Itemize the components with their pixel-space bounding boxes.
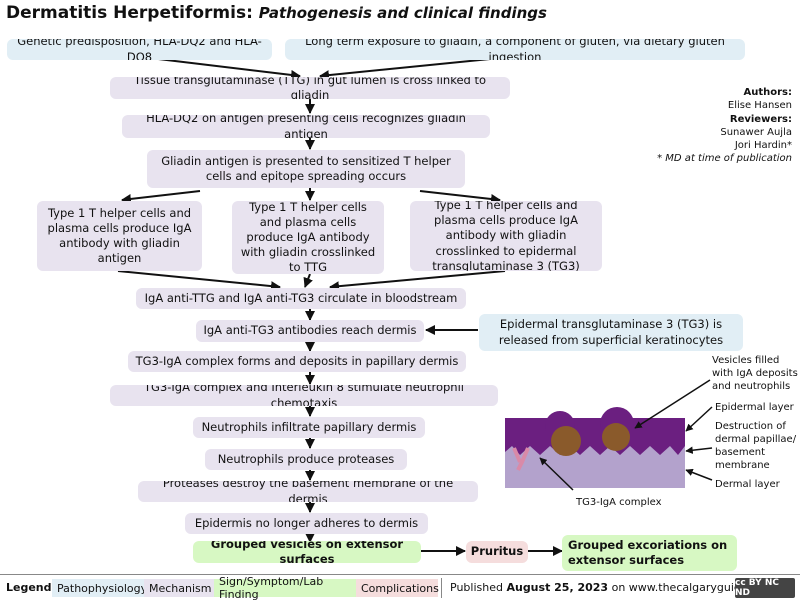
- legend-mechanism: Mechanism: [144, 579, 214, 597]
- reviewer-name: Sunawer Aujla: [720, 126, 792, 138]
- gluten-exposure-node: Long term exposure to gliadin, a compone…: [285, 39, 745, 60]
- title-main: Dermatitis Herpetiformis:: [6, 3, 253, 23]
- authors-label: Authors:: [743, 87, 792, 98]
- excoriations-node: Grouped excoriations on extensor surface…: [562, 535, 737, 571]
- neutrophil-vesicle: [551, 426, 581, 456]
- authors-note: * MD at time of publication: [657, 153, 792, 165]
- ttg-crosslink-node: Tissue transglutaminase (TTG) in gut lum…: [110, 77, 510, 99]
- footer-separator: [441, 578, 442, 598]
- published-site[interactable]: on www.thecalgaryguide.com: [611, 581, 775, 594]
- type1-tg3-node: Type 1 T helper cells and plasma cells p…: [410, 201, 602, 271]
- legend-pathophysiology: Pathophysiology: [52, 579, 147, 597]
- page-title: Dermatitis Herpetiformis: Pathogenesis a…: [6, 3, 547, 23]
- tg3-complex-label: TG3-IgA complex: [576, 497, 662, 508]
- complex-deposit-node: TG3-IgA complex forms and deposits in pa…: [128, 351, 466, 372]
- published-date: August 25, 2023: [506, 581, 609, 594]
- footer-divider: [0, 574, 800, 575]
- basement-destroy-node: Proteases destroy the basement membrane …: [138, 481, 478, 502]
- neutrophil-vesicle: [602, 423, 630, 451]
- type1-ttg-node: Type 1 T helper cells and plasma cells p…: [232, 201, 384, 274]
- epidermal-layer-label: Epidermal layer: [715, 402, 794, 413]
- license-badge: cc BY NC ND: [735, 578, 795, 598]
- antigen-presented-node: Gliadin antigen is presented to sensitiz…: [147, 150, 465, 188]
- reach-dermis-node: IgA anti-TG3 antibodies reach dermis: [196, 320, 424, 342]
- reviewer-name: Jori Hardin*: [734, 140, 792, 152]
- published-info: Published August 25, 2023 on www.thecalg…: [450, 581, 775, 594]
- pruritus-node: Pruritus: [466, 541, 528, 563]
- neutrophil-infiltrate-node: Neutrophils infiltrate papillary dermis: [193, 417, 425, 438]
- published-prefix: Published: [450, 581, 503, 594]
- vesicles-filled-label: Vesicles filled with IgA deposits and ne…: [712, 355, 798, 392]
- destruction-label: Destruction of dermal papillae/ basement…: [715, 421, 797, 471]
- chemotaxis-node: TG3-IgA complex and Interleukin 8 stimul…: [110, 385, 498, 406]
- legend-label: Legend:: [6, 581, 56, 594]
- tg3-released-node: Epidermal transglutaminase 3 (TG3) is re…: [479, 314, 743, 351]
- dermal-layer-label: Dermal layer: [715, 479, 780, 490]
- hla-dq2-node: HLA-DQ2 on antigen presenting cells reco…: [122, 115, 490, 138]
- skin-illustration: [505, 407, 685, 488]
- type1-gliadin-node: Type 1 T helper cells and plasma cells p…: [37, 201, 202, 271]
- tg3-iga-complex-shape: [512, 447, 530, 471]
- authors-block: Authors: Elise Hansen Reviewers: Sunawer…: [657, 86, 792, 166]
- title-subtitle: Pathogenesis and clinical findings: [258, 4, 547, 22]
- circulate-node: IgA anti-TTG and IgA anti-TG3 circulate …: [136, 288, 466, 309]
- epidermis-detach-node: Epidermis no longer adheres to dermis: [185, 513, 428, 534]
- author-name: Elise Hansen: [727, 100, 792, 112]
- legend-complications: Complications: [356, 579, 439, 597]
- genetic-predisposition-node: Genetic predisposition, HLA-DQ2 and HLA-…: [7, 39, 272, 60]
- dermal-layer: [505, 446, 685, 488]
- reviewers-label: Reviewers:: [729, 113, 792, 125]
- proteases-node: Neutrophils produce proteases: [205, 449, 407, 470]
- grouped-vesicles-node: Grouped vesicles on extensor surfaces: [193, 541, 421, 563]
- legend-sign-symptom: Sign/Symptom/Lab Finding: [214, 575, 356, 601]
